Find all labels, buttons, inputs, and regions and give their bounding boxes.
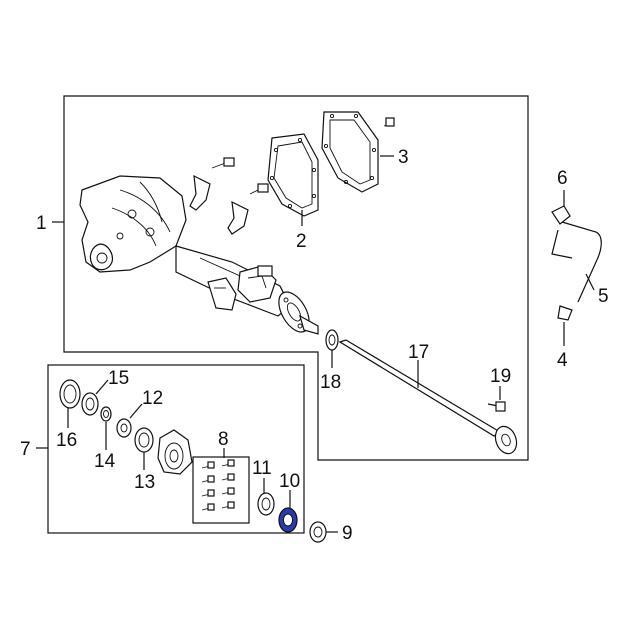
leader-lines <box>36 155 595 533</box>
bolt-set <box>201 459 235 511</box>
hub-kit-frame <box>47 364 305 534</box>
callout-9: 9 <box>342 523 353 544</box>
callout-11: 11 <box>252 458 272 479</box>
wheel-stud <box>487 401 506 412</box>
callout-10: 10 <box>279 471 300 492</box>
callout-12: 12 <box>142 388 163 409</box>
callout-13: 13 <box>134 472 155 493</box>
callout-5: 5 <box>598 286 609 307</box>
highlighted-seal-10[interactable] <box>278 507 298 533</box>
callout-16: 16 <box>56 430 77 451</box>
callout-6: 6 <box>557 168 568 189</box>
callout-18: 18 <box>320 372 341 393</box>
callout-15: 15 <box>108 368 129 389</box>
callout-2: 2 <box>296 231 307 252</box>
callout-19: 19 <box>490 366 511 387</box>
callout-7: 7 <box>20 439 31 460</box>
differential-cover <box>321 111 395 193</box>
hub-kit-parts <box>59 379 327 543</box>
cover-gasket <box>267 133 319 217</box>
vent-hose <box>551 205 602 321</box>
main-assembly-frame <box>63 95 529 461</box>
callout-4: 4 <box>557 350 568 371</box>
callout-1: 1 <box>36 213 47 234</box>
axle-shaft <box>338 339 518 455</box>
axle-housing <box>79 175 319 335</box>
callout-14: 14 <box>94 451 116 472</box>
callout-3: 3 <box>398 147 409 168</box>
seal-18 <box>325 329 339 351</box>
bolt-set-frame <box>192 456 250 524</box>
callout-8: 8 <box>218 429 229 450</box>
bearing-caps <box>189 157 269 235</box>
callout-17: 17 <box>408 342 429 363</box>
